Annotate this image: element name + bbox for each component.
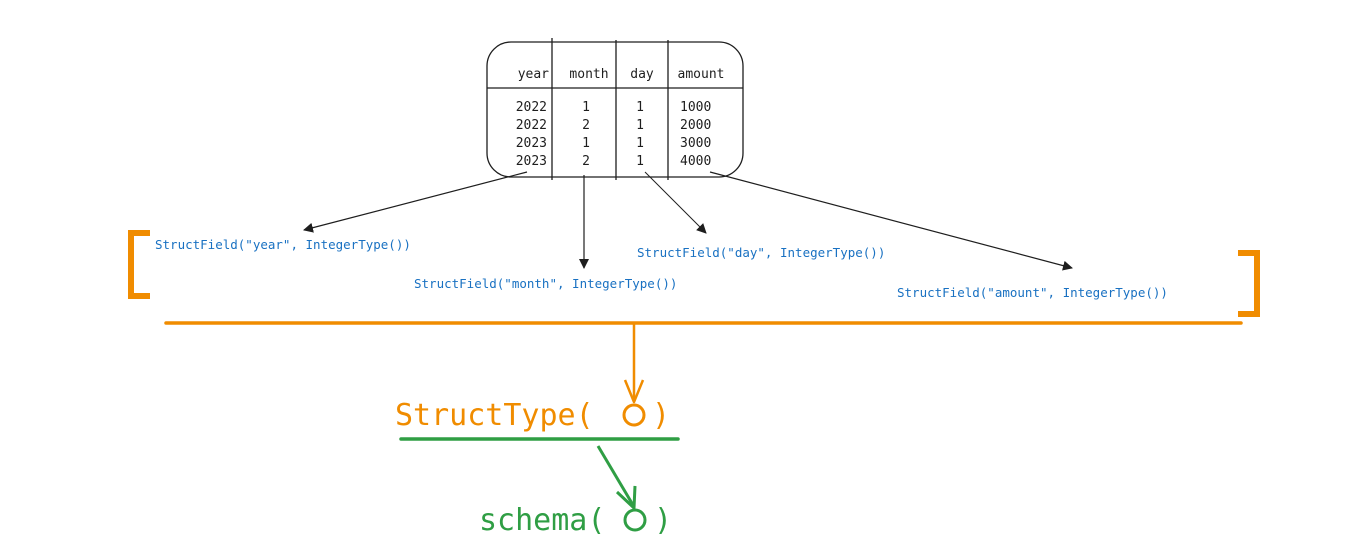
cell-day: 1 (636, 154, 644, 169)
structtype-close: ) (652, 398, 670, 433)
left-bracket-icon (128, 230, 150, 299)
structtype-label: StructType( (395, 398, 594, 433)
table-row: 2023 2 1 4000 (516, 154, 712, 169)
field-year: StructField("year", IntegerType()) (155, 237, 411, 252)
table-border (486, 41, 744, 178)
placeholder-circle-icon (622, 403, 646, 427)
data-table: year month day amount 2022 1 1 1000 2022… (486, 38, 744, 180)
schema-close: ) (654, 503, 672, 538)
cell-day: 1 (636, 100, 644, 115)
schema-label: schema( (479, 503, 605, 538)
right-bracket-icon (1238, 250, 1260, 317)
cell-amount: 4000 (680, 154, 711, 169)
cell-year: 2022 (516, 100, 547, 115)
placeholder-circle-icon (623, 508, 647, 532)
cell-month: 2 (582, 118, 590, 133)
field-amount: StructField("amount", IntegerType()) (897, 285, 1168, 300)
cell-year: 2022 (516, 118, 547, 133)
arrow-day (644, 171, 707, 234)
arrowhead-icon (615, 485, 637, 510)
header-day: day (630, 67, 654, 82)
cell-day: 1 (636, 118, 644, 133)
table-row: 2023 1 1 3000 (516, 136, 712, 151)
cell-amount: 1000 (680, 100, 711, 115)
header-year: year (518, 67, 549, 82)
header-amount: amount (678, 67, 725, 82)
cell-amount: 2000 (680, 118, 711, 133)
header-month: month (569, 67, 608, 82)
table-row: 2022 2 1 2000 (516, 118, 712, 133)
field-day: StructField("day", IntegerType()) (637, 245, 885, 260)
cell-year: 2023 (516, 154, 547, 169)
cell-year: 2023 (516, 136, 547, 151)
arrow-amount (709, 171, 1073, 271)
cell-month: 1 (582, 100, 590, 115)
table-row: 2022 1 1 1000 (516, 100, 712, 115)
cell-day: 1 (636, 136, 644, 151)
cell-month: 1 (582, 136, 590, 151)
arrowhead-icon (623, 379, 645, 404)
cell-amount: 3000 (680, 136, 711, 151)
field-month: StructField("month", IntegerType()) (414, 276, 677, 291)
cell-month: 2 (582, 154, 590, 169)
arrow-to-schema (596, 445, 635, 506)
arrow-year (303, 171, 528, 233)
